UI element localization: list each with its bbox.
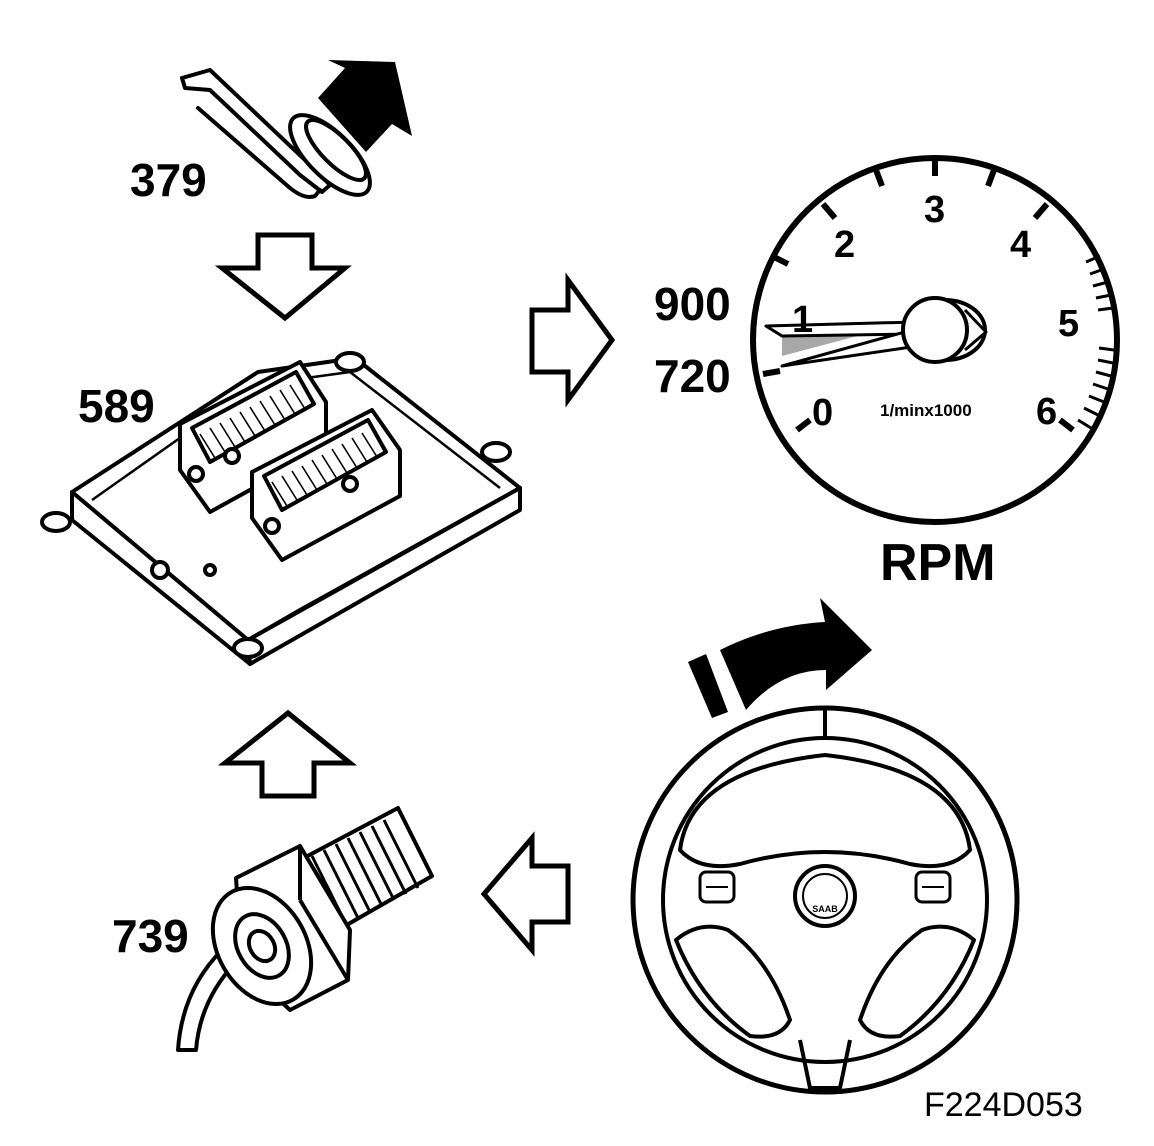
steering-logo-text: SAAB (812, 904, 838, 914)
dial-number-1: 1 (792, 299, 813, 341)
hollow-left-arrow-icon (480, 831, 571, 957)
label-379: 379 (130, 154, 207, 206)
dial-number-4: 4 (1010, 224, 1031, 266)
dial-number-0: 0 (812, 392, 833, 434)
hollow-down-arrow-icon (214, 232, 352, 322)
figure-id: F224D053 (924, 1086, 1083, 1124)
ecu-module-icon (40, 351, 522, 666)
hollow-up-arrow-icon (217, 709, 358, 799)
dial-number-2: 2 (834, 224, 855, 266)
tachometer-needle-icon (764, 296, 988, 368)
dial-number-5: 5 (1058, 303, 1079, 345)
speed-sensor-icon (176, 806, 434, 1052)
label-589: 589 (78, 380, 155, 432)
dial-number-3: 3 (924, 189, 945, 231)
marker-900: 900 (654, 278, 731, 330)
pedal-switch-icon (180, 68, 372, 199)
hollow-right-arrow-icon (529, 272, 616, 408)
upward-motion-arrow-icon (318, 60, 412, 152)
label-739: 739 (112, 910, 189, 962)
steering-wheel-icon (630, 705, 1020, 1095)
tachometer-gauge: 0 1 2 3 4 5 6 1/minx1000 (750, 155, 1120, 525)
turn-direction-arrow-icon (688, 598, 872, 718)
rpm-title: RPM (880, 534, 996, 592)
dial-number-6: 6 (1036, 391, 1057, 433)
marker-720: 720 (654, 350, 731, 402)
gauge-unit: 1/minx1000 (880, 401, 972, 420)
